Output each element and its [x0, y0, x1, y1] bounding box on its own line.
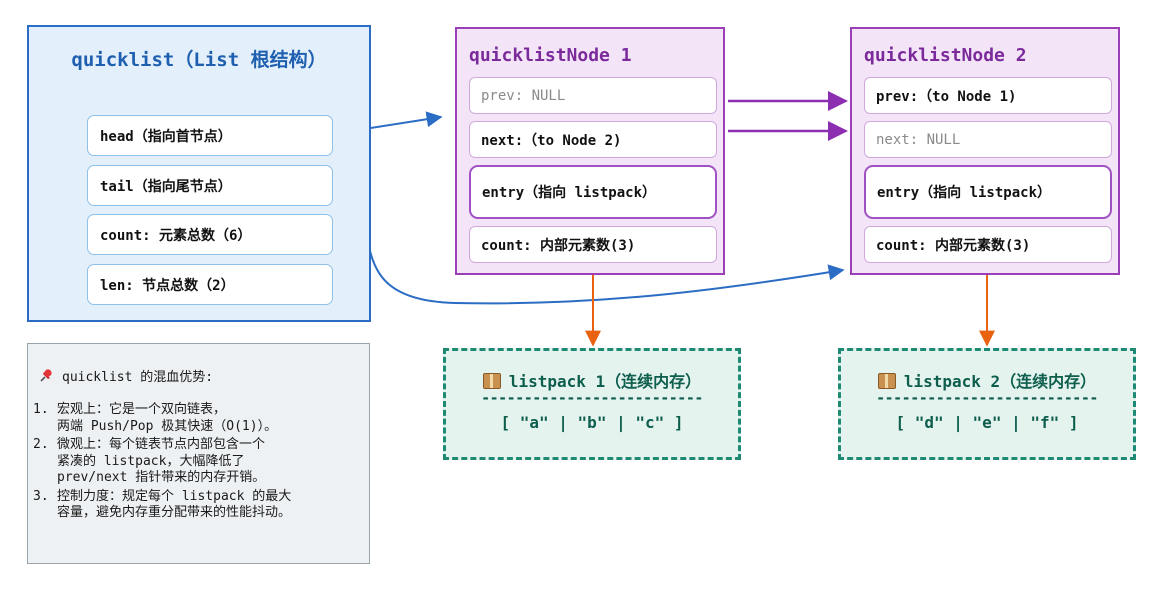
listpack-content: [ "d" | "e" | "f" ]	[895, 413, 1079, 432]
listpack-separator: --------------------------	[876, 389, 1098, 407]
node-prev-field: prev: NULL	[469, 77, 717, 114]
quicklist-root-box: quicklist（List 根结构） head（指向首节点） tail（指向尾…	[27, 25, 371, 322]
field-tail: tail（指向尾节点）	[87, 165, 333, 206]
listpack-2-box: listpack 2（连续内存） -----------------------…	[838, 348, 1136, 460]
quicklist-title: quicklist（List 根结构）	[71, 49, 327, 71]
package-icon	[877, 373, 896, 389]
node-title: quicklistNode 1	[469, 45, 632, 66]
node-next-field: next: NULL	[864, 121, 1112, 158]
field-head: head（指向首节点）	[87, 115, 333, 156]
node-next-field: next:（to Node 2)	[469, 121, 717, 158]
note-line: prev/next 指针带来的内存开销。	[57, 470, 266, 485]
note-title-row: quicklist 的混血优势:	[38, 366, 213, 385]
listpack-content: [ "a" | "b" | "c" ]	[500, 413, 684, 432]
listpack-title-row: listpack 2（连续内存）	[841, 368, 1133, 392]
listpack-1-box: listpack 1（连续内存） -----------------------…	[443, 348, 741, 460]
note-line: 紧凑的 listpack，大幅降低了	[57, 453, 245, 469]
listpack-title: listpack 2（连续内存）	[903, 372, 1097, 391]
note-item: 1. 宏观上：它是一个双向链表， 两端 Push/Pop 极其快速（O(1)）。	[33, 402, 368, 435]
listpack-title: listpack 1（连续内存）	[508, 372, 702, 391]
note-line: 容量，避免内存重分配带来的性能抖动。	[57, 505, 292, 520]
pushpin-icon	[40, 369, 52, 382]
note-item: 2. 微观上：每个链表节点内部包含一个 紧凑的 listpack，大幅降低了 p…	[33, 437, 368, 487]
note-item: 3. 控制力度：规定每个 listpack 的最大 容量，避免内存重分配带来的性…	[33, 489, 368, 522]
listpack-title-row: listpack 1（连续内存）	[446, 368, 738, 392]
note-item-number: 1.	[33, 402, 49, 417]
node-entry-field: entry（指向 listpack）	[469, 165, 717, 219]
node-count-field: count: 内部元素数(3)	[469, 226, 717, 263]
note-line: 两端 Push/Pop 极其快速（O(1)）。	[57, 418, 278, 434]
note-line: 控制力度：规定每个 listpack 的最大	[57, 488, 292, 504]
field-len: len: 节点总数（2）	[87, 264, 333, 305]
node-count-field: count: 内部元素数(3)	[864, 226, 1112, 263]
note-title: quicklist 的混血优势:	[62, 370, 214, 385]
package-icon	[482, 373, 501, 389]
node-prev-field: prev:（to Node 1)	[864, 77, 1112, 114]
node-entry-field: entry（指向 listpack）	[864, 165, 1112, 219]
quicklist-node-1: quicklistNode 1 prev: NULL next:（to Node…	[455, 27, 725, 275]
note-item-number: 2.	[33, 437, 49, 452]
quicklist-node-2: quicklistNode 2 prev:（to Node 1) next: N…	[850, 27, 1120, 275]
advantages-note: quicklist 的混血优势: 1. 宏观上：它是一个双向链表， 两端 Pus…	[27, 343, 370, 564]
listpack-separator: --------------------------	[481, 389, 703, 407]
field-count: count: 元素总数（6）	[87, 214, 333, 255]
note-line: 宏观上：它是一个双向链表，	[57, 402, 227, 417]
note-list: 1. 宏观上：它是一个双向链表， 两端 Push/Pop 极其快速（O(1)）。…	[33, 402, 368, 524]
note-item-number: 3.	[33, 488, 49, 504]
note-line: 微观上：每个链表节点内部包含一个	[57, 437, 266, 452]
node-title: quicklistNode 2	[864, 45, 1027, 66]
